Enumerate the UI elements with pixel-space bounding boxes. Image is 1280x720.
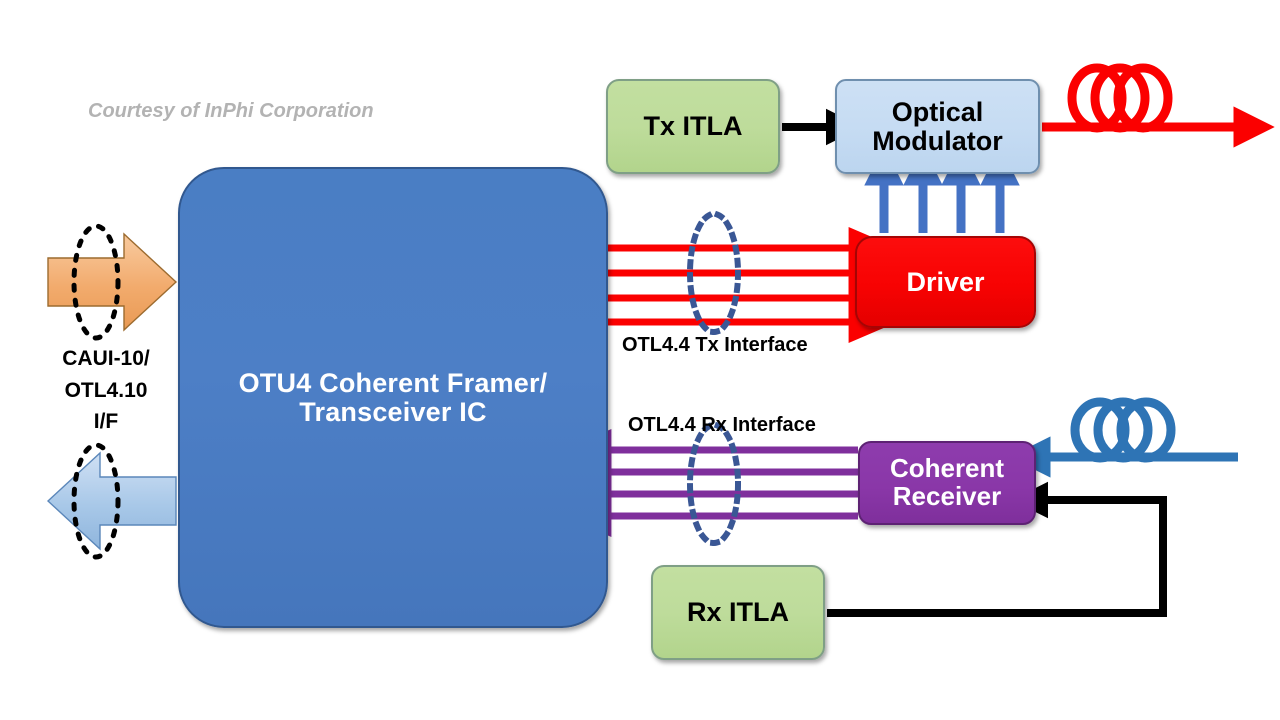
driver-label: Driver	[906, 266, 985, 297]
client-in-marker-ellipse	[71, 223, 121, 341]
tx-itla-block[interactable]: Tx ITLA	[606, 79, 780, 174]
rx-itla-label: Rx ITLA	[686, 597, 789, 628]
otu4-coherent-framer-transceiver-ic-block[interactable]: OTU4 Coherent Framer/ Transceiver IC	[178, 167, 608, 628]
rx-itla-to-receiver-link	[827, 481, 1167, 617]
coherent-receiver-block[interactable]: Coherent Receiver	[858, 441, 1036, 525]
ic-block-label: OTU4 Coherent Framer/ Transceiver IC	[238, 367, 548, 427]
client-out-marker-ellipse	[71, 442, 121, 560]
tx-fiber-loop-3	[1113, 63, 1173, 133]
coherent-receiver-label: Coherent Receiver	[889, 453, 1005, 511]
rx-itla-block[interactable]: Rx ITLA	[651, 565, 825, 660]
client-input-arrow	[47, 232, 178, 332]
client-interface-label: CAUI-10/ OTL4.10 I/F	[62, 347, 150, 433]
rx-fiber-path	[1009, 397, 1238, 478]
otl44-tx-marker-ellipse	[687, 211, 741, 335]
optical-modulator-block[interactable]: Optical Modulator	[835, 79, 1040, 174]
driver-block[interactable]: Driver	[855, 236, 1036, 328]
otl44-rx-interface-label: OTL4.4 Rx Interface	[628, 414, 816, 436]
optical-modulator-label: Optical Modulator	[872, 96, 1003, 156]
otl44-tx-interface-label: OTL4.4 Tx Interface	[622, 334, 808, 356]
tx-fiber-path	[1042, 63, 1275, 148]
tx-itla-label: Tx ITLA	[643, 111, 743, 142]
driver-to-modulator-lanes	[864, 146, 1020, 233]
otl44-rx-marker-ellipse	[687, 422, 741, 546]
courtesy-credit-label: Courtesy of InPhi Corporation	[88, 100, 374, 122]
tx-fiber-loop-2	[1090, 63, 1150, 133]
rx-fiber-loop-3	[1116, 397, 1176, 463]
otl44-tx-lanes	[608, 227, 898, 343]
rx-fiber-loop-2	[1093, 397, 1153, 463]
